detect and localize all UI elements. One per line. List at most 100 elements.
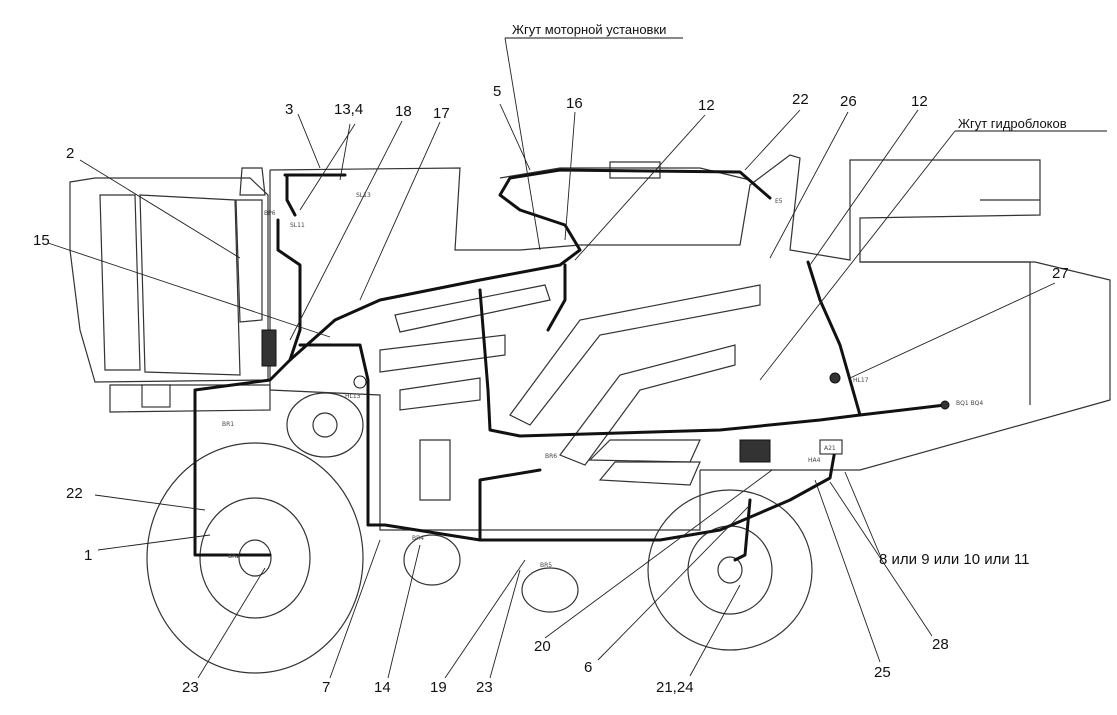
callout-19: 19 [430, 679, 447, 696]
cab-door [139, 194, 241, 376]
lamp-hl17 [829, 372, 841, 384]
callout-20: 20 [534, 638, 551, 655]
mark-hl13: HL13 [345, 393, 361, 400]
leader-19 [444, 559, 526, 679]
side-panel [399, 377, 481, 411]
mark-br4: BR4 [412, 535, 424, 542]
header-outline [860, 261, 1031, 405]
mark-a21: A21 [824, 445, 836, 452]
leader-23b [489, 569, 521, 679]
harness-6 [478, 468, 542, 542]
callout-8-11: 8 или 9 или 10 или 11 [879, 551, 1030, 568]
leader-12a [574, 114, 706, 261]
harness-21 [733, 498, 752, 562]
harness-1-22 [193, 218, 302, 557]
mark-sl11: SL11 [290, 222, 305, 229]
front-box [141, 384, 171, 408]
engine-harness-title: Жгут моторной установки [512, 22, 667, 37]
leader-12b [809, 109, 919, 266]
hydro-harness-title: Жгут гидроблоков [958, 116, 1067, 131]
harness-hydro [478, 288, 947, 438]
harness-12 [546, 263, 567, 332]
harness-engine [288, 168, 772, 362]
cab-window [99, 194, 141, 371]
leader-23a [197, 567, 266, 679]
mark-bq: BQ1 BQ4 [956, 400, 983, 407]
callout-15: 15 [33, 232, 50, 249]
front-axle-frame [109, 384, 271, 413]
mark-e5: E5 [775, 198, 783, 205]
side-panel [379, 334, 506, 373]
callout-28: 28 [932, 636, 949, 653]
leader-21-24 [689, 584, 741, 677]
leader-engine-harness [504, 37, 541, 251]
leader-5 [499, 103, 531, 171]
leader-2 [79, 159, 241, 259]
side-panel [419, 439, 451, 501]
callout-3: 3 [285, 101, 294, 118]
leader-27 [849, 282, 1056, 379]
callout-2: 2 [66, 145, 75, 162]
callout-25: 25 [874, 664, 891, 681]
front-wheel [146, 442, 364, 674]
callout-13-4: 13,4 [334, 101, 364, 118]
rear-hub [717, 556, 743, 584]
front-hub [238, 539, 272, 577]
sensor-bq [940, 400, 950, 410]
rear-rim [687, 525, 773, 615]
leader-15 [47, 242, 331, 338]
mark-hl17: HL17 [853, 377, 869, 384]
callout-12b: 12 [911, 93, 928, 110]
callout-17: 17 [433, 105, 450, 122]
side-panel [598, 461, 701, 486]
leader-22b [94, 494, 206, 511]
leader-18 [289, 120, 403, 341]
side-panel [588, 439, 701, 463]
mark-bp6: BP6 [264, 210, 276, 217]
leader-14 [387, 544, 421, 679]
callout-6: 6 [584, 659, 593, 676]
controller-a21 [819, 439, 843, 455]
side-panel [394, 284, 551, 333]
mark-br6: BR6 [545, 453, 557, 460]
title-underlines [505, 37, 1107, 132]
leader-6 [597, 504, 751, 661]
leader-26 [769, 111, 849, 259]
leader-17 [359, 121, 441, 301]
callout-23b: 23 [476, 679, 493, 696]
side-panel [509, 284, 761, 426]
callout-1: 1 [84, 547, 93, 564]
harness-lines [193, 168, 947, 562]
leader-28 [829, 481, 933, 637]
pulley [286, 392, 364, 458]
leader-16 [564, 111, 576, 241]
side-panel [559, 344, 736, 466]
callout-5: 5 [493, 83, 502, 100]
leader-3 [297, 113, 321, 169]
leader-lines [47, 37, 1056, 679]
harness-27 [806, 260, 862, 417]
leader-20 [544, 469, 773, 639]
leader-8-11 [844, 471, 881, 556]
leader-25 [814, 479, 881, 663]
mark-br1: BR1 [222, 421, 234, 428]
leader-22a [744, 109, 801, 171]
grain-tank-lid [609, 161, 661, 179]
connector-block [261, 329, 277, 367]
callout-22b: 22 [66, 485, 83, 502]
harness-3 [283, 173, 347, 217]
grain-tank-top [499, 167, 751, 181]
callout-23a: 23 [182, 679, 199, 696]
mark-br5: BR5 [540, 562, 552, 569]
idler-wheel [521, 567, 579, 613]
callout-7: 7 [322, 679, 331, 696]
hydro-block [739, 439, 771, 463]
leader-13-4b [299, 123, 356, 211]
callout-12a: 12 [698, 97, 715, 114]
pulley-hub [312, 412, 338, 438]
callout-22a: 22 [792, 91, 809, 108]
body-upper-outline [269, 154, 1111, 471]
callout-14: 14 [374, 679, 391, 696]
